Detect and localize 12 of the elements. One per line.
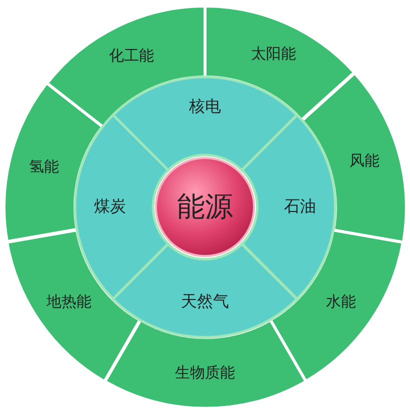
segment-label: 地热能 <box>46 292 92 312</box>
segment-label: 水能 <box>326 292 356 312</box>
segment-label: 太阳能 <box>250 44 296 64</box>
segment-label: 石油 <box>284 196 316 218</box>
segment-label: 煤炭 <box>94 196 126 218</box>
segment-label: 化工能 <box>108 46 154 66</box>
segment-label: 核电 <box>188 96 221 118</box>
segment-label: 天然气 <box>180 291 229 312</box>
segment-label: 氢能 <box>28 157 59 176</box>
center-label: 能源 <box>177 189 233 225</box>
segment-label: 风能 <box>350 152 380 171</box>
segment-label: 生物质能 <box>175 363 235 382</box>
